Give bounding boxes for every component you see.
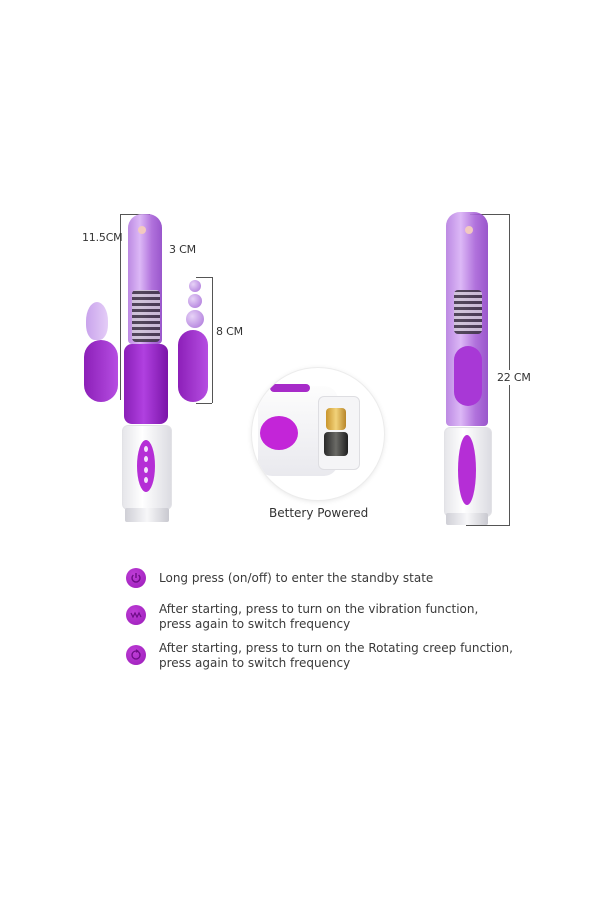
rotating-beads <box>454 290 482 334</box>
dimension-tick <box>470 214 510 215</box>
instruction-text-3: After starting, press to turn on the Rot… <box>159 641 513 670</box>
dimension-tick <box>196 403 212 404</box>
control-panel-closeup <box>260 416 298 450</box>
tip <box>465 226 473 234</box>
control-button[interactable] <box>144 446 148 452</box>
rabbit-arm <box>84 340 118 402</box>
control-panel <box>137 440 155 492</box>
rotating-beads <box>132 290 160 342</box>
bead <box>189 280 201 292</box>
bead <box>186 310 204 328</box>
battery-cap <box>446 513 488 525</box>
tip <box>138 226 146 234</box>
trim-closeup <box>270 384 310 392</box>
dimension-label-width: 3 CM <box>169 243 196 256</box>
bead-arm <box>178 330 208 402</box>
clitoral-stimulator <box>454 346 482 406</box>
dimension-label-length: 11.5CM <box>82 231 123 244</box>
dimension-line-beads <box>212 277 213 403</box>
shaft-base <box>124 344 168 424</box>
dimension-tick <box>196 277 212 278</box>
battery-cap <box>125 508 169 522</box>
vibration-icon <box>126 605 146 625</box>
battery-inset-image <box>252 368 384 500</box>
bead <box>188 294 202 308</box>
battery-dark <box>324 432 348 456</box>
dimension-line-length <box>120 214 121 400</box>
instruction-text-2: After starting, press to turn on the vib… <box>159 602 479 631</box>
dimension-tick <box>466 525 510 526</box>
instruction-text-1: Long press (on/off) to enter the standby… <box>159 571 434 585</box>
battery-caption: Bettery Powered <box>269 506 369 520</box>
control-button[interactable] <box>144 456 148 462</box>
power-icon <box>126 568 146 588</box>
dimension-label-beads: 8 CM <box>216 325 243 338</box>
battery-gold <box>326 408 346 430</box>
rabbit-ears <box>86 302 108 340</box>
control-panel <box>458 435 476 505</box>
control-button[interactable] <box>144 467 148 473</box>
rotate-icon <box>126 645 146 665</box>
control-button[interactable] <box>144 477 148 483</box>
dimension-label-length: 22 CM <box>497 370 531 385</box>
